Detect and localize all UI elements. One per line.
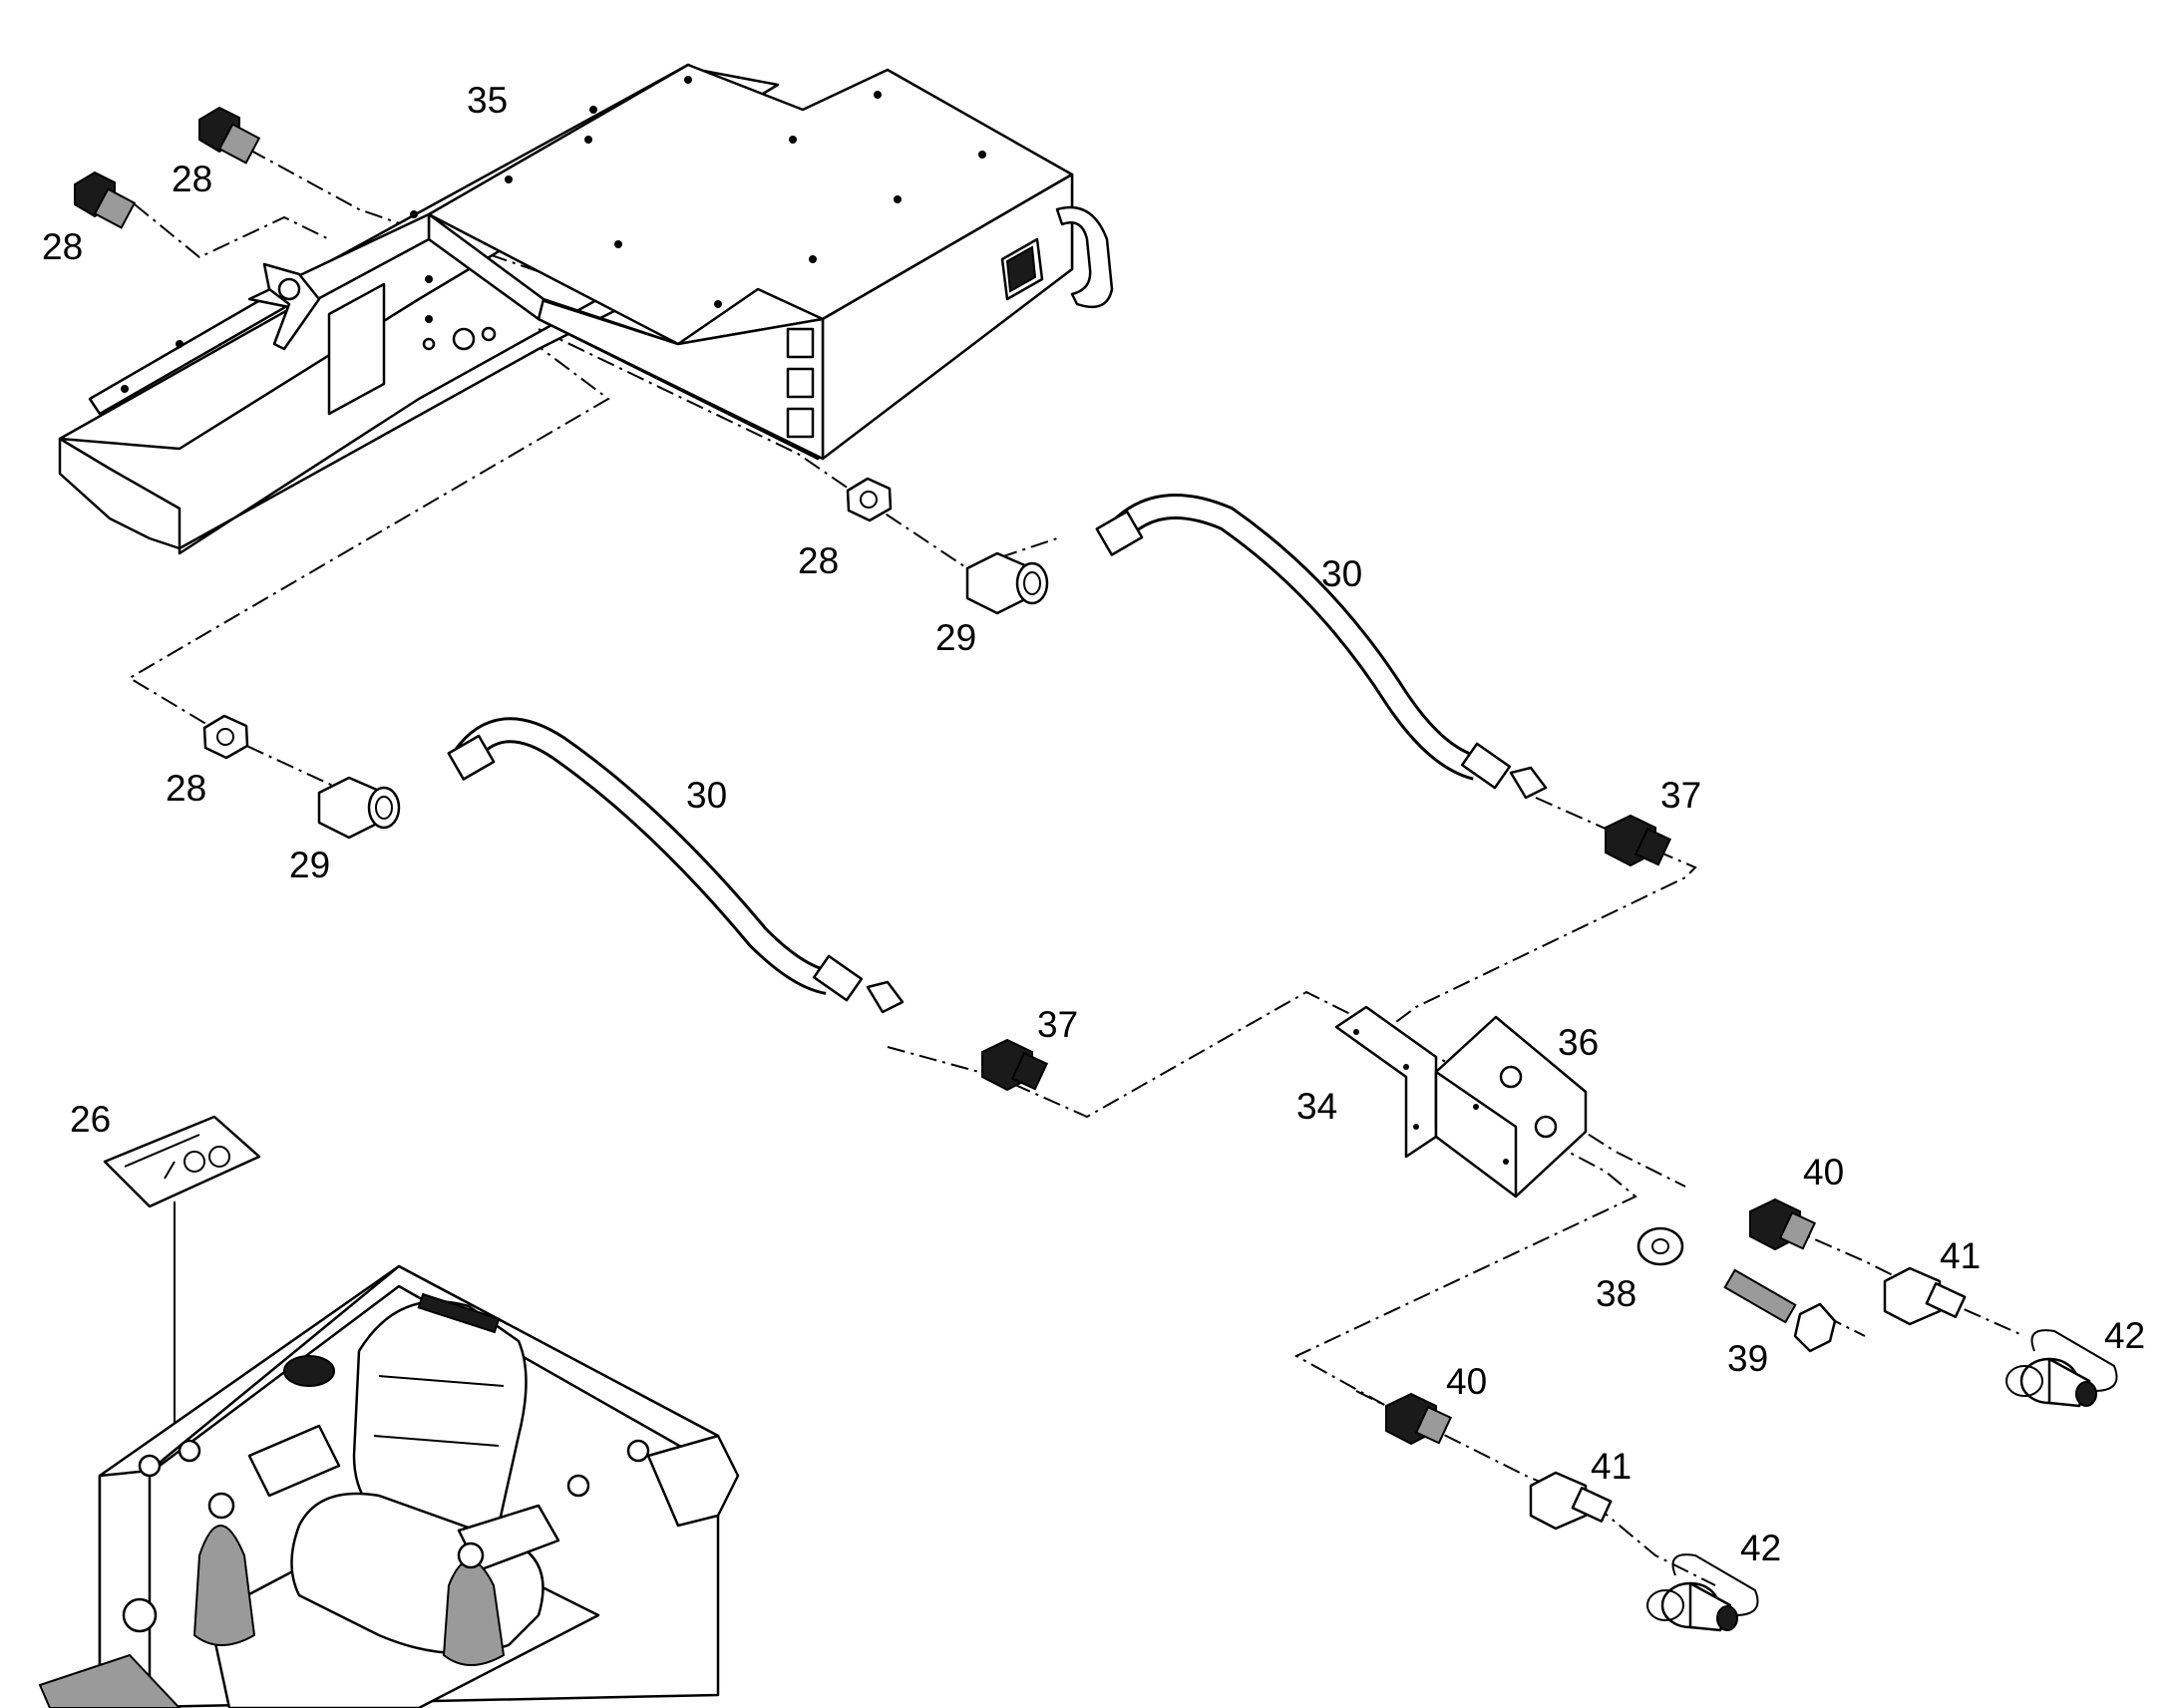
callout-40-b: 40	[1446, 1361, 1487, 1402]
callout-labels: 35 28 28 28 29 30 28 29 30 37 37 36 34 2…	[42, 80, 2145, 1568]
callout-30-b: 30	[686, 775, 727, 816]
part-30-hose-upper	[1095, 494, 1548, 800]
part-28-plug-top	[198, 106, 261, 165]
callout-28-a: 28	[172, 159, 212, 199]
part-37-adapter-upper	[1605, 814, 1672, 867]
part-39-bolt	[1723, 1268, 1837, 1353]
callout-30-a: 30	[1321, 553, 1362, 594]
part-40-adapter-lower	[1385, 1392, 1453, 1446]
callout-42-a: 42	[2104, 1315, 2145, 1356]
part-29-elbow-upper	[965, 551, 1049, 615]
callout-41-b: 41	[1591, 1446, 1632, 1487]
callout-29-a: 29	[935, 617, 976, 658]
callout-29-b: 29	[289, 845, 330, 885]
part-28-nut-middle	[846, 477, 893, 522]
part-41-coupler-lower	[1529, 1471, 1613, 1531]
callout-28-b: 28	[42, 226, 83, 267]
part-41-coupler-upper	[1883, 1266, 1967, 1326]
callout-35: 35	[467, 80, 508, 121]
callout-36: 36	[1558, 1022, 1599, 1063]
part-28-nut-lower	[202, 714, 249, 760]
part-26-decal	[103, 1115, 261, 1456]
part-42-cap-lower	[1646, 1553, 1759, 1632]
part-37-adapter-lower	[981, 1038, 1049, 1092]
callout-37-b: 37	[1037, 1004, 1078, 1045]
part-42-cap-upper	[2005, 1329, 2118, 1408]
callout-42-b: 42	[1740, 1528, 1781, 1568]
callout-28-d: 28	[166, 768, 206, 809]
callout-41-a: 41	[1940, 1235, 1981, 1276]
part-28-plug-left	[74, 171, 137, 229]
part-30-hose-lower	[447, 717, 905, 1014]
part-40-adapter-upper	[1749, 1197, 1817, 1251]
callout-40-a: 40	[1803, 1152, 1844, 1193]
callout-38: 38	[1596, 1273, 1636, 1314]
callout-28-c: 28	[798, 540, 839, 581]
part-38-washer	[1636, 1226, 1684, 1266]
callout-39: 39	[1727, 1338, 1768, 1379]
operator-cab	[38, 1264, 740, 1708]
part-29-elbow-lower	[317, 776, 401, 840]
callout-34: 34	[1296, 1086, 1337, 1127]
part-36-block	[1434, 1015, 1588, 1198]
callout-37-a: 37	[1660, 775, 1701, 816]
callout-26: 26	[70, 1099, 111, 1140]
part-35-tray-assembly	[58, 63, 1114, 555]
part-34-bracket	[1334, 1005, 1438, 1159]
